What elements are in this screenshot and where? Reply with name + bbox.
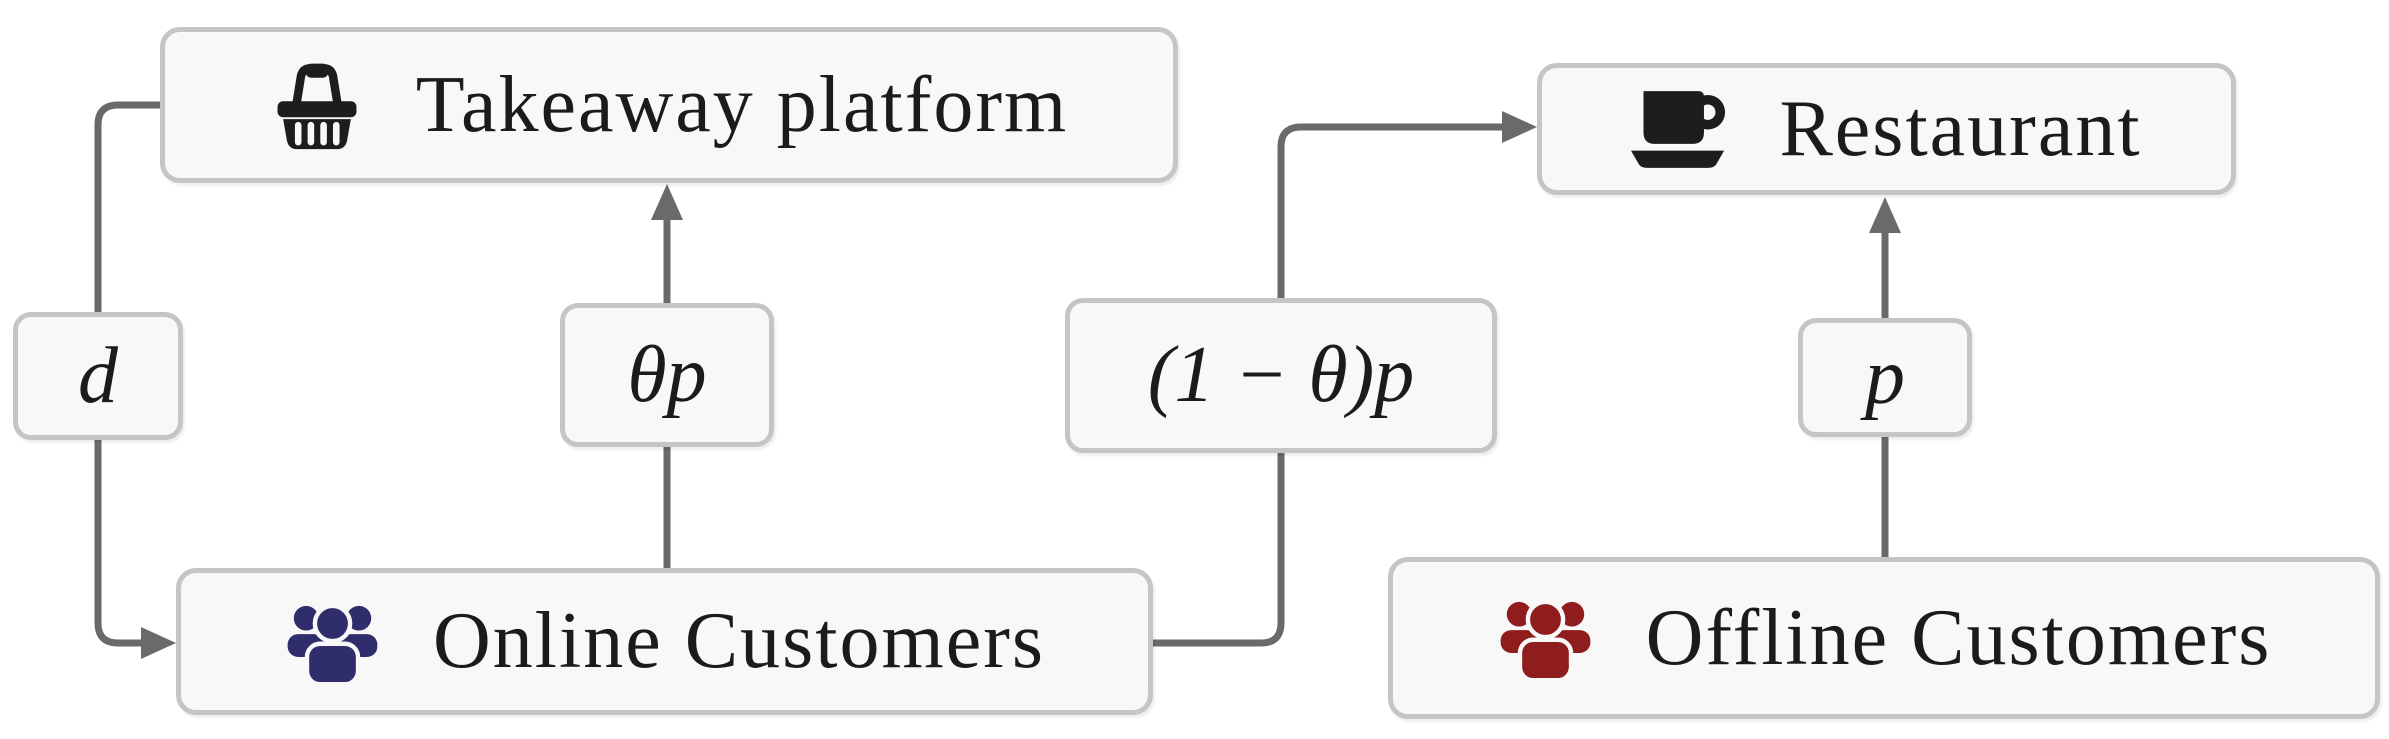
online-customers-label: Online Customers <box>433 597 1045 685</box>
edge-one-minus-theta-p-arrowhead <box>1502 111 1537 143</box>
edge-label-d-text: d <box>78 331 118 420</box>
node-online-customers: Online Customers <box>176 568 1153 715</box>
node-restaurant: Restaurant <box>1537 63 2236 195</box>
edge-label-one-minus-theta-p-text: (1 − θ)p <box>1147 331 1415 419</box>
takeaway-platform-label: Takeaway platform <box>415 60 1069 149</box>
edge-label-theta-p-text: θp <box>627 330 707 419</box>
edge-p-arrowhead <box>1869 197 1901 233</box>
coffee-cup-icon <box>1631 90 1727 168</box>
edge-label-d: d <box>13 312 183 440</box>
node-offline-customers: Offline Customers <box>1388 557 2380 719</box>
edge-d-arrowhead <box>141 627 176 659</box>
shopping-basket-icon <box>270 58 364 152</box>
node-takeaway-platform: Takeaway platform <box>160 27 1178 183</box>
offline-customers-label: Offline Customers <box>1645 593 2272 682</box>
edge-theta-p-arrowhead <box>651 184 683 220</box>
edge-label-theta-p: θp <box>560 303 774 447</box>
users-icon <box>1497 594 1594 682</box>
users-icon <box>284 598 381 686</box>
edge-label-p: p <box>1798 318 1972 437</box>
edge-label-one-minus-theta-p: (1 − θ)p <box>1065 298 1497 453</box>
restaurant-label: Restaurant <box>1779 84 2142 173</box>
edge-label-p-text: p <box>1865 333 1905 421</box>
